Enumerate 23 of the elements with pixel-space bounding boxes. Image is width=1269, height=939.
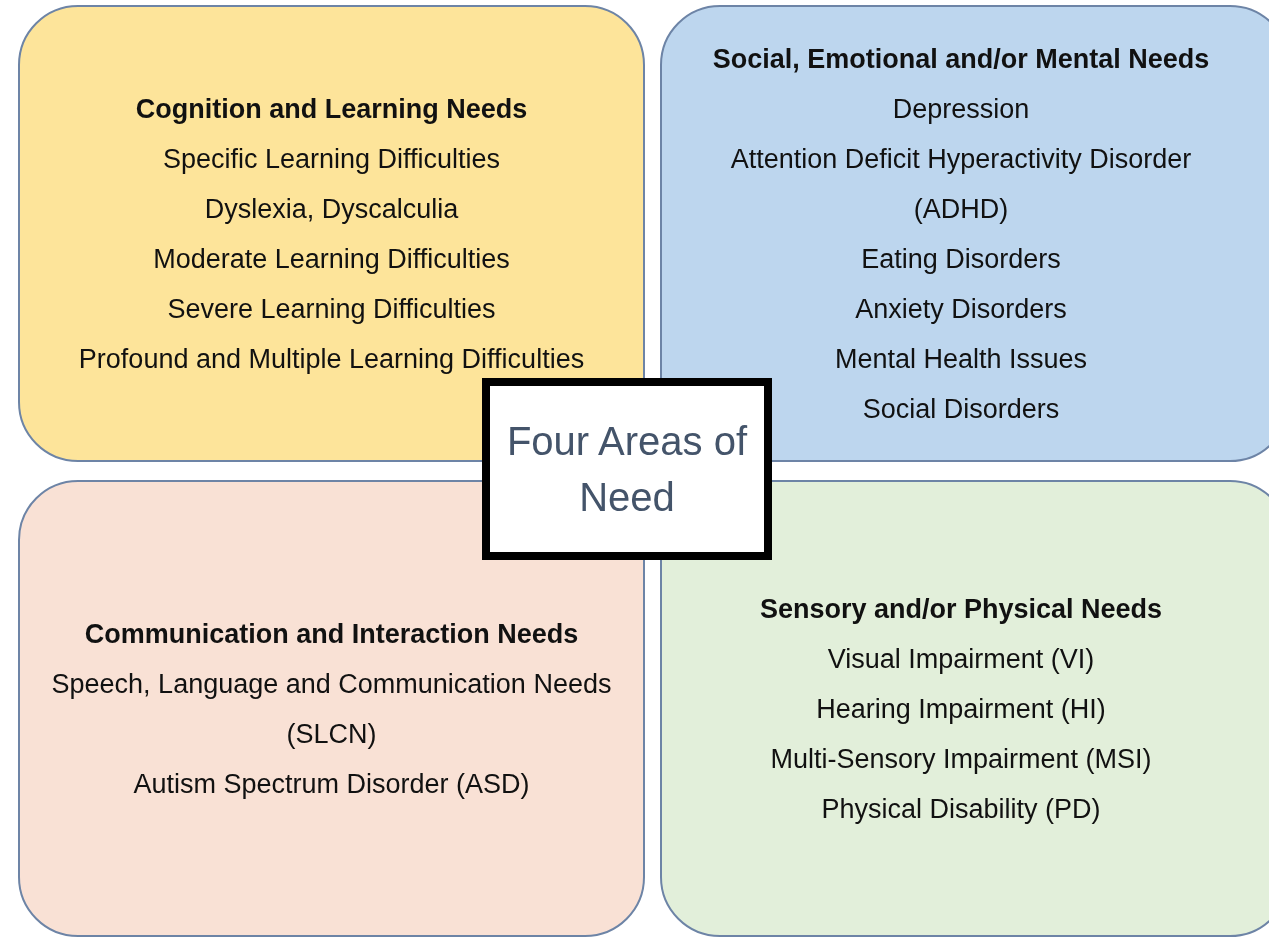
list-item: Speech, Language and Communication Needs (SLCN) [50,667,613,751]
list-item: Physical Disability (PD) [821,792,1101,826]
list-item: Dyslexia, Dyscalculia [204,192,459,226]
list-item: Autism Spectrum Disorder (ASD) [133,767,530,801]
panel-heading: Cognition and Learning Needs [135,92,528,126]
list-item: Visual Impairment (VI) [827,642,1095,676]
panel-heading: Communication and Interaction Needs [84,617,579,651]
list-item: Hearing Impairment (HI) [816,692,1106,726]
list-item: Multi-Sensory Impairment (MSI) [770,742,1152,776]
list-item: Anxiety Disorders [855,292,1067,326]
center-title: Four Areas of Need [505,418,749,521]
panel-heading: Sensory and/or Physical Needs [759,592,1163,626]
panel-heading: Social, Emotional and/or Mental Needs [712,42,1210,76]
list-item: Depression [892,92,1030,126]
list-item: Moderate Learning Difficulties [153,242,510,276]
center-box [482,378,772,560]
list-item: Mental Health Issues [834,342,1088,376]
list-item: Profound and Multiple Learning Difficulties [78,342,585,376]
list-item: Specific Learning Difficulties [162,142,501,176]
list-item: Social Disorders [862,392,1060,426]
list-item: Attention Deficit Hyperactivity Disorder (ADHD) [729,142,1193,226]
list-item: Eating Disorders [861,242,1061,276]
list-item: Severe Learning Difficulties [167,292,496,326]
